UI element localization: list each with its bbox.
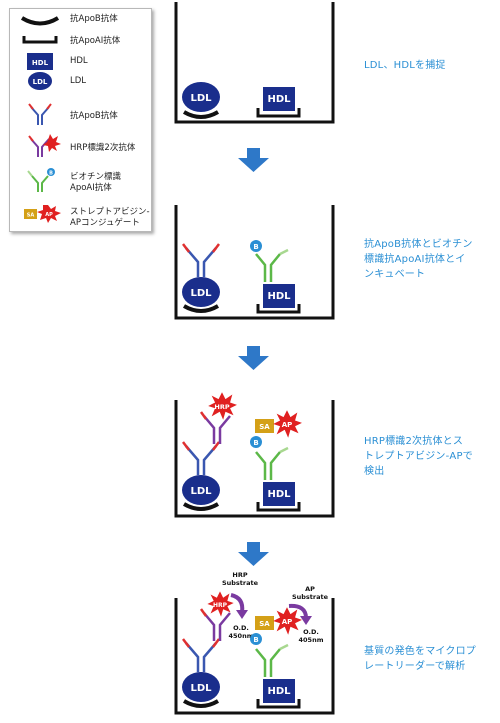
legend-panel: HDL LDL — [9, 8, 152, 232]
biotin-text-3: B — [253, 439, 258, 447]
apob-antibody-icon — [20, 16, 60, 26]
svg-text:HDL: HDL — [32, 59, 49, 67]
biotin-text-4: B — [253, 636, 258, 644]
step-3-line-3: 検出 — [364, 466, 385, 477]
legend-label-biotin-2: ApoAI抗体 — [70, 183, 112, 193]
ldl-text-2: LDL — [190, 288, 212, 299]
hrp-substrate-label-2: Substrate — [222, 579, 259, 587]
step-3-line-2: トレプトアビジン-APで — [364, 451, 473, 462]
hrp-od-label-1: O.D. — [233, 624, 249, 632]
svg-text:LDL: LDL — [33, 78, 48, 86]
apoai-capture-antibody — [256, 108, 301, 118]
hdl-text-4: HDL — [267, 686, 291, 697]
step-2-line-2: 標識抗ApoAI抗体とイ — [364, 254, 466, 265]
hrp-text-3: HRP — [214, 403, 229, 411]
hrp-text-4: HRP — [213, 602, 228, 609]
sa-ap-conjugate-icon: SA AP — [24, 205, 61, 223]
step-2-description: 抗ApoB抗体とビオチン 標識抗ApoAI抗体とイ ンキュベート — [364, 237, 494, 282]
legend-label-hrp-secondary: HRP標識2次抗体 — [70, 143, 136, 153]
step-4-description: 基質の発色をマイクロプ レートリーダーで解析 — [364, 644, 494, 674]
apob-detection-antibody-4 — [182, 638, 220, 672]
step-1-line-1: LDL、HDLを捕捉 — [364, 60, 446, 71]
hrp-substrate-label-1: HRP — [232, 571, 247, 579]
down-arrow-2 — [238, 346, 269, 370]
step-2-line-1: 抗ApoB抗体とビオチン — [364, 239, 473, 250]
ap-text-4: AP — [282, 618, 293, 626]
legend-icons: HDL LDL — [20, 16, 61, 223]
apob-detection-antibody-2 — [182, 243, 220, 277]
hdl-particle — [263, 87, 295, 111]
apoai-antibody-icon — [22, 36, 58, 44]
step-4-line-1: 基質の発色をマイクロプ — [364, 646, 476, 657]
legend-label-sa-ap-2: APコンジュゲート — [70, 218, 140, 228]
step-3-description: HRP標識2次抗体とス トレプトアビジン-APで 検出 — [364, 434, 494, 479]
step-1-description: LDL、HDLを捕捉 — [364, 58, 494, 73]
ap-od-label-1: O.D. — [303, 628, 319, 636]
legend-label-apob-y-antibody: 抗ApoB抗体 — [70, 111, 118, 121]
down-arrow-3 — [238, 542, 269, 566]
ap-text-3: AP — [282, 421, 293, 429]
legend-label-hdl: HDL — [70, 56, 88, 66]
step-4-line-2: レートリーダーで解析 — [364, 661, 466, 672]
legend-label-sa-ap-1: ストレプトアビジン- — [70, 207, 150, 217]
hrp-secondary-antibody-4: HRP — [199, 591, 248, 641]
hrp-secondary-antibody-3: HRP — [199, 392, 237, 444]
well-1: LDL HDL — [174, 2, 335, 124]
ap-signal-arrow — [288, 603, 308, 619]
ldl-text-3: LDL — [190, 486, 212, 497]
ap-substrate-label-1: AP — [305, 585, 315, 593]
ap-substrate-label-2: Substrate — [292, 593, 329, 601]
well-3: LDL HRP HDL B — [174, 392, 335, 518]
biotin-apoai-antibody-icon: B — [27, 168, 55, 192]
biotin-apoai-antibody-3: B SA AP — [250, 410, 302, 480]
biotin-apoai-antibody-2: B — [250, 240, 289, 282]
ldl-text-4: LDL — [190, 683, 212, 694]
legend-label-ldl: LDL — [70, 76, 87, 86]
hrp-od-label-2: 450nm — [229, 632, 254, 640]
hdl-icon: HDL — [27, 53, 53, 70]
legend-label-biotin-1: ビオチン標識 — [70, 172, 122, 182]
biotin-text-2: B — [253, 243, 258, 251]
ap-od-label-2: 405nm — [299, 636, 324, 644]
svg-text:AP: AP — [45, 212, 53, 218]
hdl-text-1: HDL — [267, 94, 291, 105]
sa-text-4: SA — [259, 620, 270, 628]
sa-text-3: SA — [259, 423, 270, 431]
hdl-text-2: HDL — [267, 291, 291, 302]
apob-detection-antibody-3 — [182, 441, 220, 475]
biotin-apoai-antibody-4: B SA AP — [250, 603, 312, 677]
apob-capture-antibody — [182, 110, 220, 119]
down-arrow-1 — [238, 148, 269, 172]
ldl-icon: LDL — [28, 72, 52, 90]
ldl-particle — [182, 82, 220, 112]
well-2: LDL HDL B — [174, 205, 335, 320]
step-2-line-3: ンキュベート — [364, 269, 426, 280]
well-4: LDL HRP HRP Substrate O.D. 450nm — [174, 571, 335, 715]
apob-y-antibody-icon — [28, 103, 52, 125]
svg-text:B: B — [49, 171, 53, 177]
step-3-line-1: HRP標識2次抗体とス — [364, 436, 464, 447]
hrp-signal-arrow — [230, 593, 245, 613]
legend-label-apoai-antibody: 抗ApoAI抗体 — [70, 36, 121, 46]
ldl-text-1: LDL — [190, 93, 212, 104]
svg-text:SA: SA — [27, 213, 35, 219]
legend-label-apob-antibody: 抗ApoB抗体 — [70, 14, 118, 24]
hdl-text-3: HDL — [267, 489, 291, 500]
hrp-secondary-antibody-icon — [28, 134, 61, 157]
